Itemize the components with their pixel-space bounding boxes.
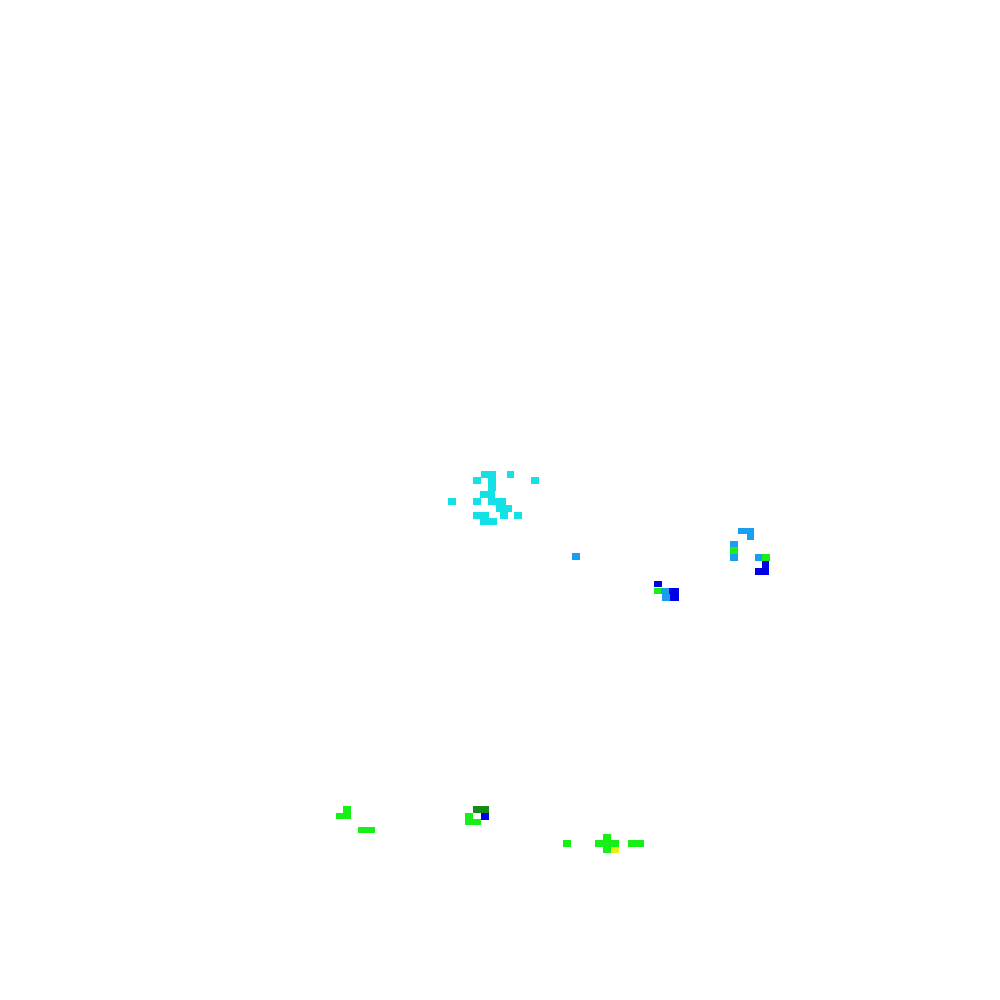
green-cluster-center-pixel: [481, 813, 489, 820]
cyan-cluster-pixel: [473, 498, 481, 505]
blue-cluster-right-pixel: [762, 561, 769, 568]
cyan-cluster-pixel: [488, 498, 506, 505]
blue-cluster-right-pixel: [747, 534, 754, 540]
green-cluster-right-pixel: [628, 840, 644, 847]
cyan-cluster-pixel: [480, 491, 495, 498]
cyan-cluster-pixel: [514, 512, 522, 519]
sky-blue-dot-pixel: [572, 553, 580, 560]
green-cluster-right-pixel: [595, 840, 619, 847]
green-cluster-right-pixel: [603, 847, 611, 853]
green-cluster-left-pixel: [358, 827, 375, 833]
blue-cluster-right-pixel: [730, 541, 738, 547]
blue-cluster-middle-pixel: [662, 594, 670, 601]
green-cluster-center-pixel: [465, 813, 473, 825]
cyan-cluster-pixel: [473, 477, 481, 484]
blue-cluster-middle-pixel: [654, 588, 661, 594]
cyan-cluster-pixel: [496, 505, 512, 512]
blue-cluster-right-pixel: [755, 554, 762, 561]
blue-cluster-middle-pixel: [661, 588, 669, 594]
blue-cluster-right-pixel: [730, 554, 738, 561]
green-cluster-right-pixel: [563, 840, 571, 847]
cyan-cluster-pixel: [480, 518, 497, 525]
cyan-cluster-pixel: [531, 477, 539, 484]
green-cluster-right-pixel: [603, 834, 611, 841]
green-cluster-center-pixel: [473, 819, 481, 825]
cyan-cluster-pixel: [500, 512, 508, 519]
cyan-cluster-pixel: [448, 498, 456, 505]
cyan-cluster-pixel: [473, 512, 489, 519]
cyan-cluster-pixel: [488, 477, 496, 484]
green-cluster-right-pixel: [611, 847, 619, 853]
cyan-cluster-pixel: [488, 484, 496, 491]
blue-cluster-right-pixel: [730, 547, 738, 554]
green-cluster-center-pixel: [473, 806, 489, 813]
blue-cluster-right-pixel: [738, 528, 754, 534]
cyan-cluster-pixel: [481, 471, 496, 478]
green-cluster-left-pixel: [336, 813, 351, 819]
blue-cluster-right-pixel: [762, 554, 770, 561]
cyan-cluster-pixel: [507, 471, 514, 478]
green-cluster-left-pixel: [343, 806, 351, 813]
blue-cluster-middle-pixel: [654, 581, 662, 587]
blue-cluster-right-pixel: [755, 568, 769, 575]
blue-cluster-middle-pixel: [669, 588, 679, 601]
